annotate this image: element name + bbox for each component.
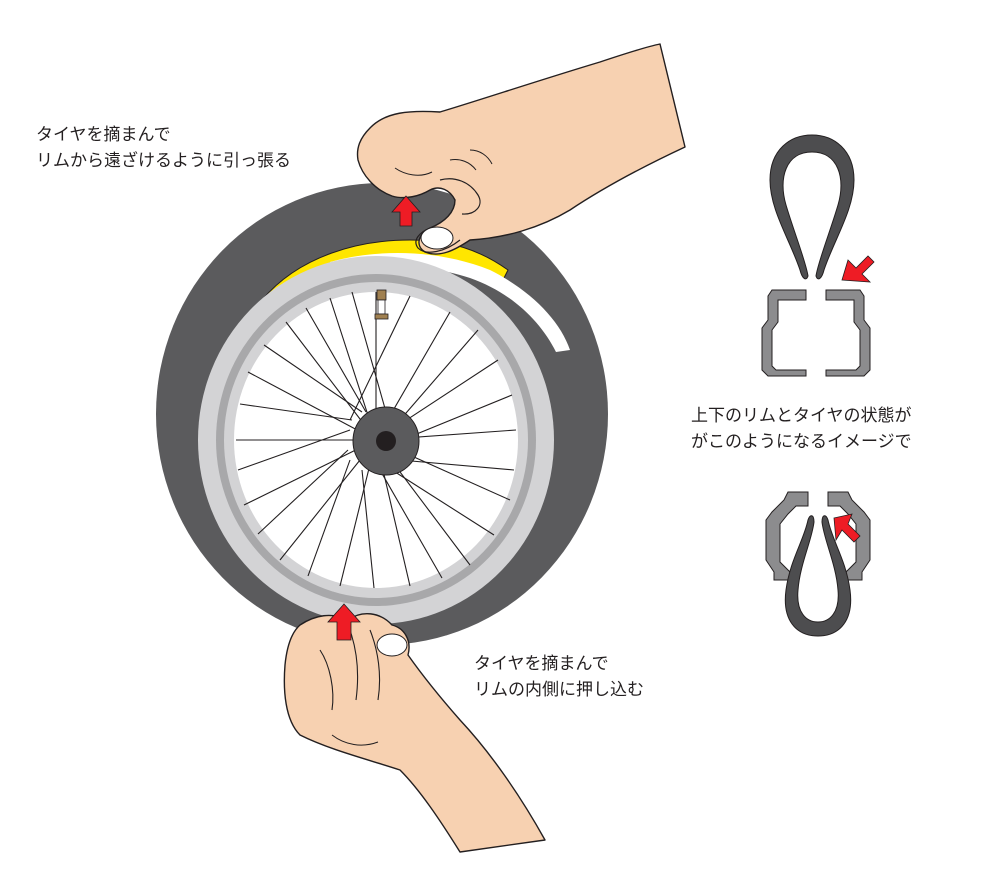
instruction-line: タイヤを摘まんで [474, 654, 609, 674]
instruction-pull-tire: タイヤを摘まんで リムから遠ざけるように引っ張る [36, 122, 291, 174]
tire-section [784, 515, 852, 637]
arrow-diagonal-icon [833, 513, 861, 543]
rim-section-right [827, 491, 871, 581]
instruction-line: がこのようになるイメージで [691, 432, 912, 452]
hub-center [376, 431, 396, 451]
cross-section-bottom [765, 491, 871, 637]
arrow-up-icon [327, 603, 361, 641]
arrow-up-icon [391, 195, 421, 227]
rim-section-left [765, 491, 809, 581]
instruction-line: タイヤを摘まんで [36, 125, 171, 145]
tire-section [769, 134, 855, 280]
arrow-diagonal-icon [841, 255, 875, 283]
cross-section-top [761, 134, 875, 377]
instruction-push-tire: タイヤを摘まんで リムの内側に押し込む [474, 651, 644, 703]
instruction-line: リムから遠ざけるように引っ張る [36, 151, 291, 171]
rim-section-left [761, 289, 807, 377]
instruction-cross-section: 上下のリムとタイヤの状態が がこのようになるイメージで [691, 403, 912, 455]
instruction-line: 上下のリムとタイヤの状態が [691, 406, 912, 426]
wheel [156, 183, 608, 645]
rim-section-right [825, 289, 871, 377]
bottom-hand-icon [283, 613, 546, 853]
valve-icon [374, 289, 389, 320]
top-hand-icon [356, 43, 686, 255]
instruction-line: リムの内側に押し込む [474, 680, 644, 700]
